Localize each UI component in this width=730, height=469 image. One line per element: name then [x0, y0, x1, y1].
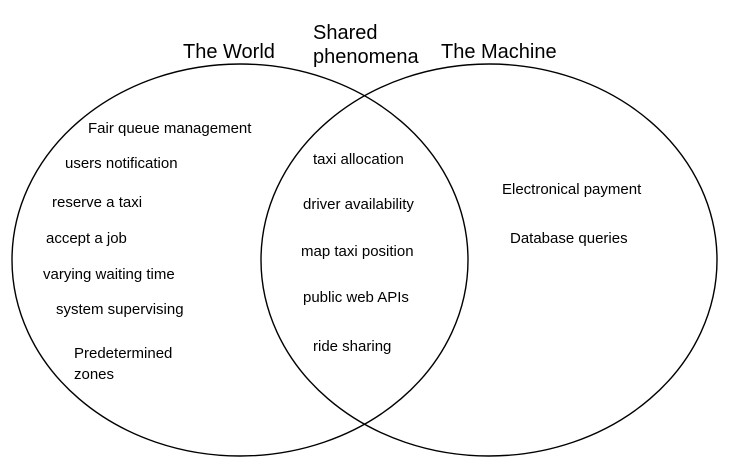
- world-item: accept a job: [46, 230, 127, 247]
- shared-item: taxi allocation: [313, 151, 404, 168]
- machine-item: Electronical payment: [502, 181, 642, 198]
- machine-item: Database queries: [510, 230, 628, 247]
- world-circle: [11, 63, 469, 457]
- machine-circle: [260, 63, 718, 457]
- shared-title: Shared phenomena: [313, 22, 419, 68]
- world-item: Predetermined zones: [74, 345, 173, 383]
- world-item: Fair queue management: [88, 120, 252, 137]
- world-item: users notification: [65, 155, 178, 172]
- machine-title: The Machine: [441, 41, 557, 63]
- world-title: The World: [183, 41, 275, 63]
- shared-item: public web APIs: [303, 289, 409, 306]
- world-item: system supervising: [56, 301, 184, 318]
- world-item: varying waiting time: [43, 266, 175, 283]
- shared-item: map taxi position: [301, 243, 414, 260]
- world-item: reserve a taxi: [52, 194, 143, 211]
- shared-item: driver availability: [303, 196, 414, 213]
- shared-item: ride sharing: [313, 338, 392, 355]
